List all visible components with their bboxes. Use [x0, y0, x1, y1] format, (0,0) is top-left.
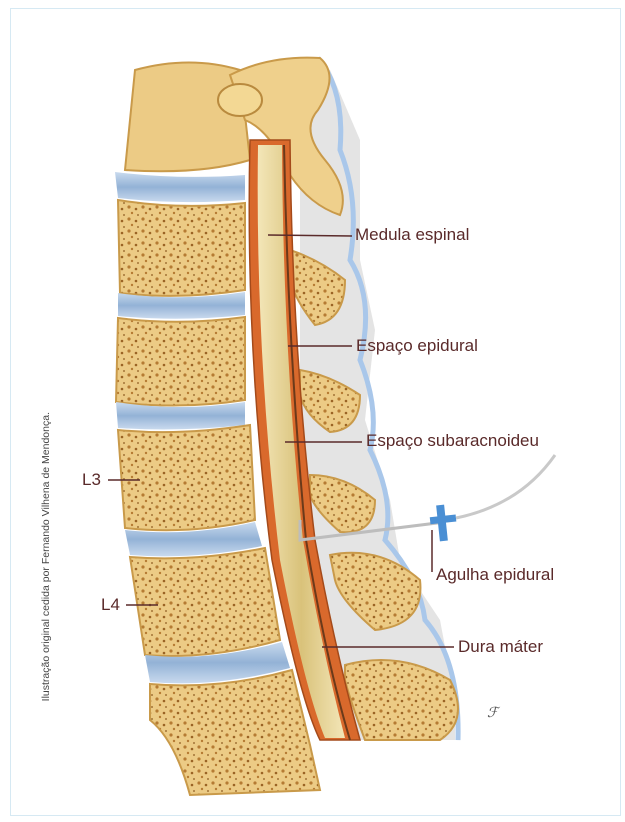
- needle-tubing: [456, 455, 555, 518]
- vertebra-body-L3: [118, 425, 255, 530]
- label-agulha-epidural: Agulha epidural: [436, 565, 554, 585]
- label-espaco-epidural: Espaço epidural: [356, 336, 478, 356]
- facet-joint: [218, 84, 262, 116]
- artist-signature: ℱ: [487, 705, 498, 721]
- vertebra-body-L5: [150, 670, 320, 795]
- label-medula-espinal: Medula espinal: [355, 225, 469, 245]
- vertebra-body-2: [116, 317, 245, 406]
- label-l4: L4: [101, 595, 120, 615]
- vertebra-body-1: [118, 200, 245, 296]
- label-dura-mater: Dura máter: [458, 637, 543, 657]
- leader-medula: [268, 235, 352, 236]
- image-credit: Ilustração original cedida por Fernando …: [40, 412, 52, 812]
- vertebra-body-L4: [130, 548, 280, 656]
- needle-hub-wing: [430, 515, 457, 525]
- label-l3: L3: [82, 470, 101, 490]
- label-espaco-subaracnoideu: Espaço subaracnoideu: [366, 431, 539, 451]
- disc-1: [115, 172, 245, 202]
